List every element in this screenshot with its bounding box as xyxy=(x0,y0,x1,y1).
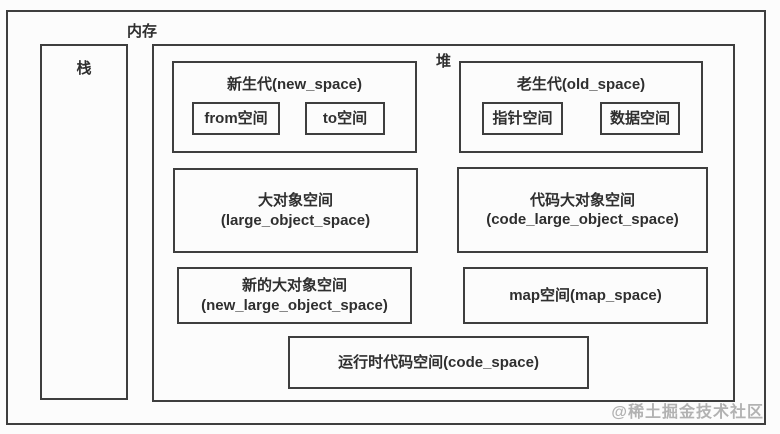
old-space-box: 老生代(old_space) xyxy=(459,61,703,153)
to-space-label: to空间 xyxy=(322,109,368,127)
map-space-box: map空间(map_space) xyxy=(463,267,708,324)
new-large-object-space-box: 新的大对象空间 (new_large_object_space) xyxy=(177,267,412,324)
large-object-space-line2: (large_object_space) xyxy=(220,211,371,229)
memory-box xyxy=(6,10,766,425)
watermark: @稀土掘金技术社区 xyxy=(611,404,764,421)
old-space-title: 老生代(old_space) xyxy=(516,76,646,93)
map-space-label: map空间(map_space) xyxy=(509,286,662,304)
pointer-space-box: 指针空间 xyxy=(482,102,563,135)
new-space-title: 新生代(new_space) xyxy=(226,76,363,93)
stack-label: 栈 xyxy=(76,60,92,77)
code-large-object-space-line1: 代码大对象空间 xyxy=(529,191,635,209)
from-space-label: from空间 xyxy=(204,109,268,127)
new-large-object-space-line1: 新的大对象空间 xyxy=(241,277,347,294)
from-space-box: from空间 xyxy=(192,102,280,135)
data-space-box: 数据空间 xyxy=(600,102,680,135)
large-object-space-box: 大对象空间 (large_object_space) xyxy=(173,168,418,253)
new-large-object-space-line2: (new_large_object_space) xyxy=(201,296,388,314)
code-space-label: 运行时代码空间(code_space) xyxy=(338,353,539,371)
to-space-box: to空间 xyxy=(305,102,385,135)
new-space-box: 新生代(new_space) xyxy=(172,61,417,153)
code-large-object-space-line2: (code_large_object_space) xyxy=(486,211,679,228)
heap-box xyxy=(152,44,735,402)
stack-box: 栈 xyxy=(40,44,128,400)
data-space-label: 数据空间 xyxy=(609,109,670,127)
code-space-box: 运行时代码空间(code_space) xyxy=(288,336,589,389)
memory-label: 内存 xyxy=(127,23,158,40)
pointer-space-label: 指针空间 xyxy=(492,109,553,127)
heap-label: 堆 xyxy=(435,53,451,70)
large-object-space-line1: 大对象空间 xyxy=(257,192,333,209)
code-large-object-space-box: 代码大对象空间 (code_large_object_space) xyxy=(457,167,708,253)
